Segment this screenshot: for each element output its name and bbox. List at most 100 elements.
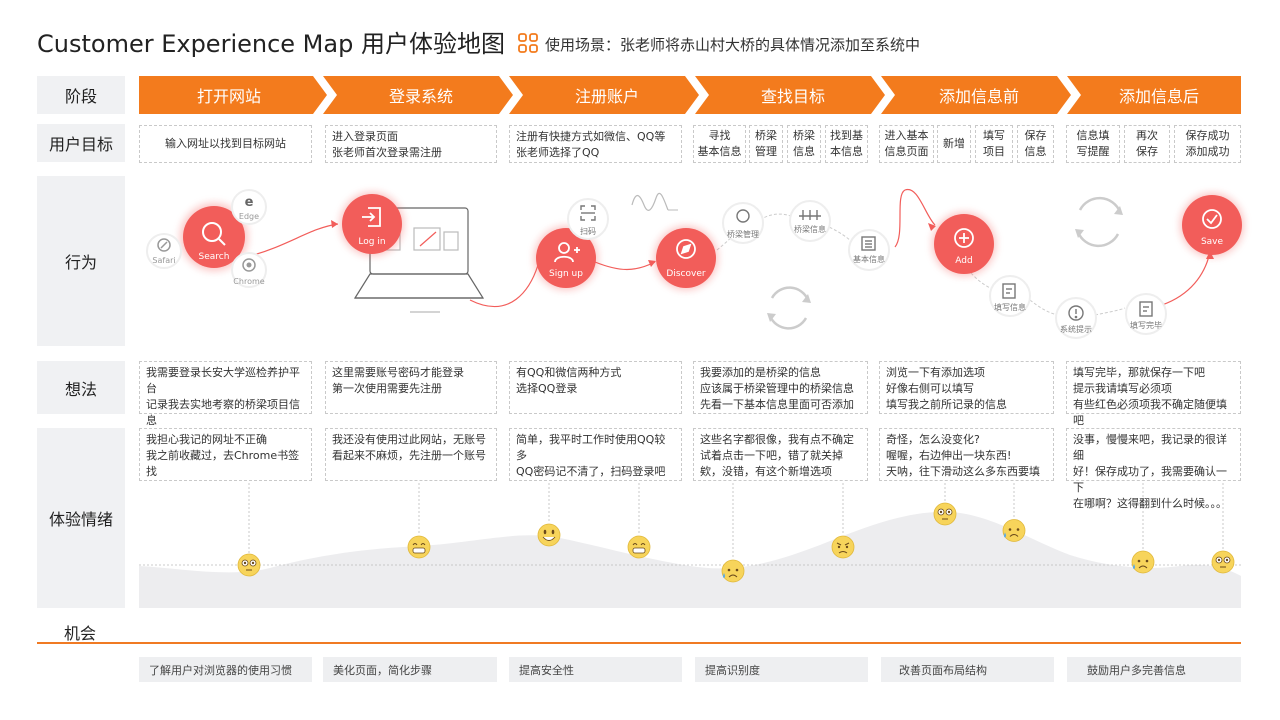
goal-box-6a: 信息填 写提醒: [1066, 125, 1120, 163]
compass-icon: [676, 239, 696, 259]
emotion-face-flushed-icon: [1211, 550, 1235, 574]
stage-label-6: 添加信息后: [1118, 87, 1199, 106]
search-icon: [202, 222, 222, 242]
emotion-box-6: 没事，慢慢来吧，我记录的很详细 好！保存成功了，我需要确认一下 在哪啊？这得翻到…: [1066, 428, 1241, 510]
goal-box-6b: 再次 保存: [1124, 125, 1170, 163]
emotion-face-grin-icon: [627, 535, 651, 559]
edit-doc-icon: [1002, 283, 1016, 299]
plus-circle-icon: [954, 228, 974, 248]
bridge-icon: [799, 210, 821, 220]
node-label-signup: Sign up: [549, 269, 583, 279]
stage-chevron-5: [881, 76, 1071, 114]
opportunity-divider: [37, 642, 1241, 644]
node-label-search: Search: [199, 252, 230, 262]
node-fill-info: [989, 275, 1031, 317]
opportunity-2: 美化页面，简化步骤: [323, 657, 497, 682]
scenario-subtitle: 使用场景：张老师将赤山村大桥的具体情况添加至系统中: [545, 36, 921, 54]
stage-chevrons: [139, 76, 1241, 114]
node-label-basic-info: 基本信息: [853, 254, 885, 264]
flow-connector: [469, 264, 539, 307]
goal-box-4b: 桥梁 管理: [749, 125, 783, 163]
flow-connector: [894, 189, 936, 248]
emotion-area: [139, 511, 1241, 608]
goal-box-1: 输入网址以找到目标网站: [139, 125, 312, 163]
flow-connector: [594, 261, 656, 271]
emotion-box-2: 我还没有使用过此网站，无账号 看起来不麻烦，先注册一个账号: [325, 428, 497, 481]
stage-chevron-2: [323, 76, 513, 114]
laptop-illustration: [353, 207, 485, 313]
node-bridge-info: [789, 200, 831, 242]
opportunity-1: 了解用户对浏览器的使用习惯: [139, 657, 312, 682]
node-add: [932, 212, 996, 276]
node-label-bridge-mgmt: 桥梁管理: [727, 229, 759, 239]
node-label-bridge-info: 桥梁信息: [794, 224, 826, 234]
node-label-add: Add: [955, 256, 972, 266]
node-scan: [567, 198, 609, 240]
row-label-goal: 用户目标: [37, 124, 125, 162]
stage-label-5: 添加信息前: [938, 87, 1019, 106]
stage-chevron-1: [139, 76, 327, 114]
node-basic-info: [848, 229, 890, 271]
chrome-icon: [242, 258, 256, 272]
emotion-face-smile-icon: [537, 523, 561, 547]
opportunity-3: 提高安全性: [509, 657, 682, 682]
goal-box-4d: 找到基 本信息: [825, 125, 868, 163]
node-save: [1180, 193, 1244, 257]
node-login: [340, 192, 404, 256]
goal-box-4c: 桥梁 信息: [787, 125, 821, 163]
page-title: Customer Experience Map 用户体验地图: [37, 30, 505, 58]
emotion-box-3: 简单，我平时工作时使用QQ较多 QQ密码记不清了，扫码登录吧: [509, 428, 682, 481]
login-icon: [362, 207, 381, 227]
node-sys-hint: [1055, 297, 1097, 339]
emotion-face-grin-icon: [407, 535, 431, 559]
node-fill-done: [1125, 293, 1167, 335]
goal-box-3: 注册有快捷方式如微信、QQ等 张老师选择了QQ: [509, 125, 682, 163]
node-signup: [534, 226, 598, 290]
check-circle-icon: [1202, 209, 1222, 229]
emotion-box-1: 我担心我记的网址不正确 我之前收藏过，去Chrome书签找: [139, 428, 312, 481]
stage-chevron-6: [1067, 76, 1241, 114]
safari-icon: [157, 238, 171, 252]
opportunity-6: 鼓励用户多完善信息: [1067, 657, 1241, 682]
node-label-fill-info: 填写信息: [994, 302, 1026, 312]
goal-box-6c: 保存成功 添加成功: [1174, 125, 1241, 163]
node-search: [180, 203, 248, 271]
node-label-chrome: Chrome: [233, 277, 264, 286]
node-discover: [654, 226, 718, 290]
node-label-fill-done: 填写完毕: [1130, 320, 1162, 330]
goal-box-5a: 进入基本 信息页面: [879, 125, 934, 163]
list-icon: [861, 236, 876, 251]
opportunity-4: 提高识别度: [695, 657, 868, 682]
goal-box-5c: 填写 项目: [975, 125, 1013, 163]
thought-box-4: 我要添加的是桥梁的信息 应该属于桥梁管理中的桥梁信息 先看一下基本信息里面可否添…: [693, 361, 868, 414]
node-safari: [146, 233, 182, 269]
user-add-icon: [554, 242, 580, 263]
goal-box-5d: 保存 信息: [1017, 125, 1054, 163]
checklist-icon: [1139, 301, 1153, 317]
thought-box-5: 浏览一下有添加选项 好像右侧可以填写 填写我之前所记录的信息: [879, 361, 1054, 414]
thought-box-3: 有QQ和微信两种方式 选择QQ登录: [509, 361, 682, 414]
stage-label-2: 登录系统: [388, 87, 453, 106]
alert-icon: [1068, 305, 1084, 321]
emotion-face-sweat-icon: [1002, 519, 1026, 542]
flow-connector: [964, 264, 991, 289]
emotion-face-disappointed-icon: [831, 535, 855, 559]
scan-icon: [580, 205, 596, 221]
node-label-login: Log in: [358, 237, 385, 247]
emotion-curve: [139, 483, 1241, 608]
goal-box-2: 进入登录页面 张老师首次登录需注册: [325, 125, 497, 163]
goal-box-4a: 寻找 基本信息: [693, 125, 746, 163]
emotion-box-5: 奇怪，怎么没变化? 喔喔，右边伸出一块东西! 天呐，往下滑动这么多东西要填: [879, 428, 1054, 481]
thought-box-1: 我需要登录长安大学巡检养护平台 记录我去实地考察的桥梁项目信息: [139, 361, 312, 427]
node-bridge-mgmt: [722, 202, 764, 244]
goal-box-5b: 新增: [937, 125, 971, 163]
stage-chevron-3: [509, 76, 699, 114]
node-label-safari: Safari: [152, 256, 175, 265]
stage-label-1: 打开网站: [196, 87, 261, 106]
node-label-scan: 扫码: [580, 226, 596, 236]
node-label-discover: Discover: [666, 269, 705, 279]
row-label-opportunity: 机会: [64, 624, 97, 643]
node-label-save: Save: [1201, 237, 1224, 247]
node-edge: e: [231, 189, 267, 225]
flow-connector: [759, 213, 796, 221]
